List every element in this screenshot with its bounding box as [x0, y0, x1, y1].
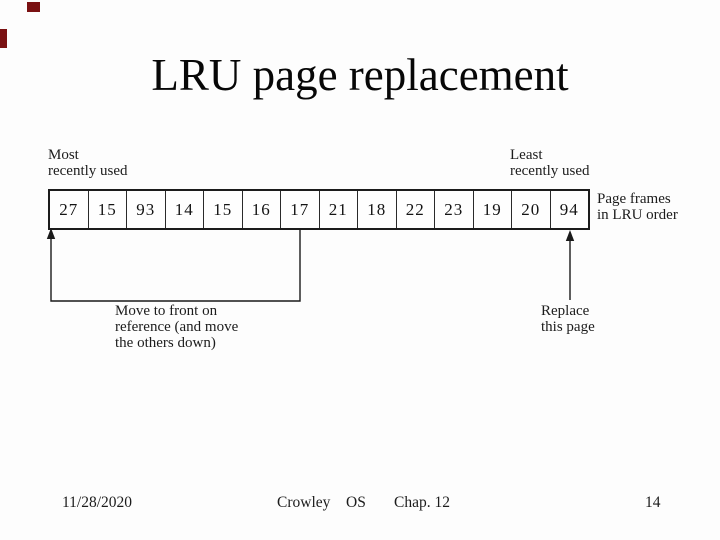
page-frame-cell: 16	[241, 191, 281, 228]
label-line: the others down)	[115, 335, 216, 351]
footer-chapter: Chap. 12	[394, 494, 450, 511]
page-frame-cell: 17	[280, 191, 319, 228]
footer-course: OS	[346, 494, 366, 511]
label-line: Move to front on	[115, 303, 218, 319]
page-frame-cell: 22	[395, 191, 435, 228]
page-frame-cell: 15	[203, 191, 242, 228]
label-line: recently used	[48, 163, 128, 179]
page-frame-cell: 20	[511, 191, 550, 228]
move-to-front-arrow-line	[50, 229, 301, 302]
page-frame-cell: 21	[318, 191, 358, 228]
page-frame-cell: 14	[164, 191, 204, 228]
least-recently-used-label: Least recently used	[510, 147, 590, 179]
footer-author: Crowley	[277, 494, 331, 511]
footer-page-number: 14	[645, 494, 661, 511]
label-line: this page	[541, 319, 595, 335]
page-frame-cell: 19	[472, 191, 512, 228]
replace-arrowhead-icon	[565, 230, 575, 241]
page-frames-order-label: Page frames in LRU order	[597, 191, 678, 223]
label-line: reference (and move	[115, 319, 239, 335]
page-frame-cell: 15	[87, 191, 127, 228]
replace-this-page-label: Replace this page	[541, 303, 595, 335]
page-frame-row: 27 15 93 14 15 16 17 21 18 22 23 19 20 9…	[48, 189, 590, 230]
slide-title: LRU page replacement	[151, 50, 569, 100]
label-line: in LRU order	[597, 207, 678, 223]
red-edge-mark	[0, 29, 7, 48]
footer-date: 11/28/2020	[62, 494, 133, 511]
label-line: Replace	[541, 303, 590, 319]
page-frame-cell: 23	[434, 191, 473, 228]
label-line: Least	[510, 147, 543, 163]
label-line: Most	[48, 147, 79, 163]
red-corner-mark	[27, 2, 40, 12]
most-recently-used-label: Most recently used	[48, 147, 128, 179]
page-frame-cell: 93	[126, 191, 165, 228]
move-to-front-label: Move to front on reference (and move the…	[115, 303, 238, 351]
page-frame-cell: 94	[549, 191, 589, 228]
page-frame-cell: 18	[357, 191, 396, 228]
label-line: Page frames	[597, 191, 671, 207]
page-frame-cell: 27	[59, 199, 79, 219]
label-line: recently used	[510, 163, 590, 179]
